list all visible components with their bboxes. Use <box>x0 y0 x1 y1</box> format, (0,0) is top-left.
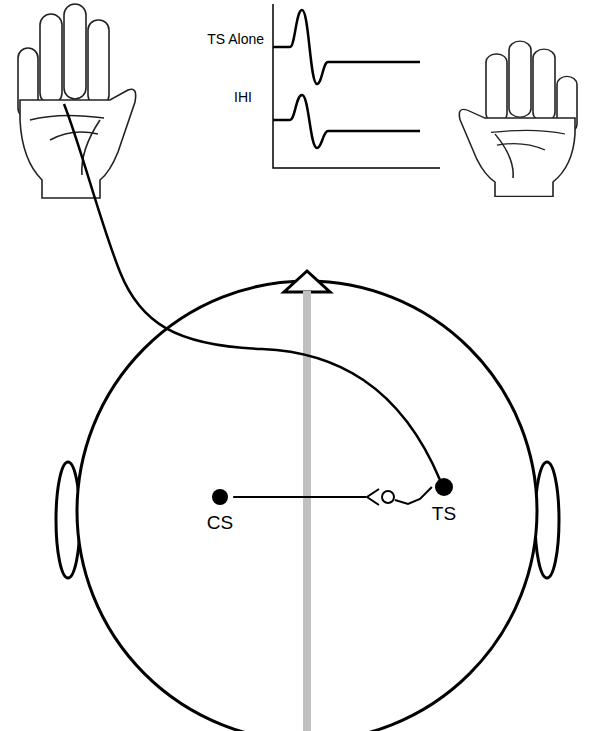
electrode-site: TS <box>432 477 456 525</box>
trace-label: IHI <box>234 90 252 105</box>
synapse-chevron <box>367 489 379 505</box>
right-hand <box>459 41 577 196</box>
mep-graph <box>273 4 440 168</box>
callosal-connection <box>233 487 432 504</box>
trace-label: TS Alone <box>207 32 264 47</box>
stimulus-label: CS <box>207 513 233 534</box>
head-outline <box>77 281 537 731</box>
coil-dot <box>212 489 228 505</box>
interneuron-symbol <box>382 491 394 503</box>
coil-dot <box>435 478 453 496</box>
stimulus-label: TS <box>432 504 456 525</box>
nose <box>284 271 330 292</box>
electrode-site: CS <box>207 488 233 534</box>
coil-dot <box>211 488 229 506</box>
left-hand <box>18 4 136 198</box>
coil-dot <box>434 477 454 497</box>
right-ear <box>535 462 559 578</box>
emg-wire <box>64 104 440 480</box>
